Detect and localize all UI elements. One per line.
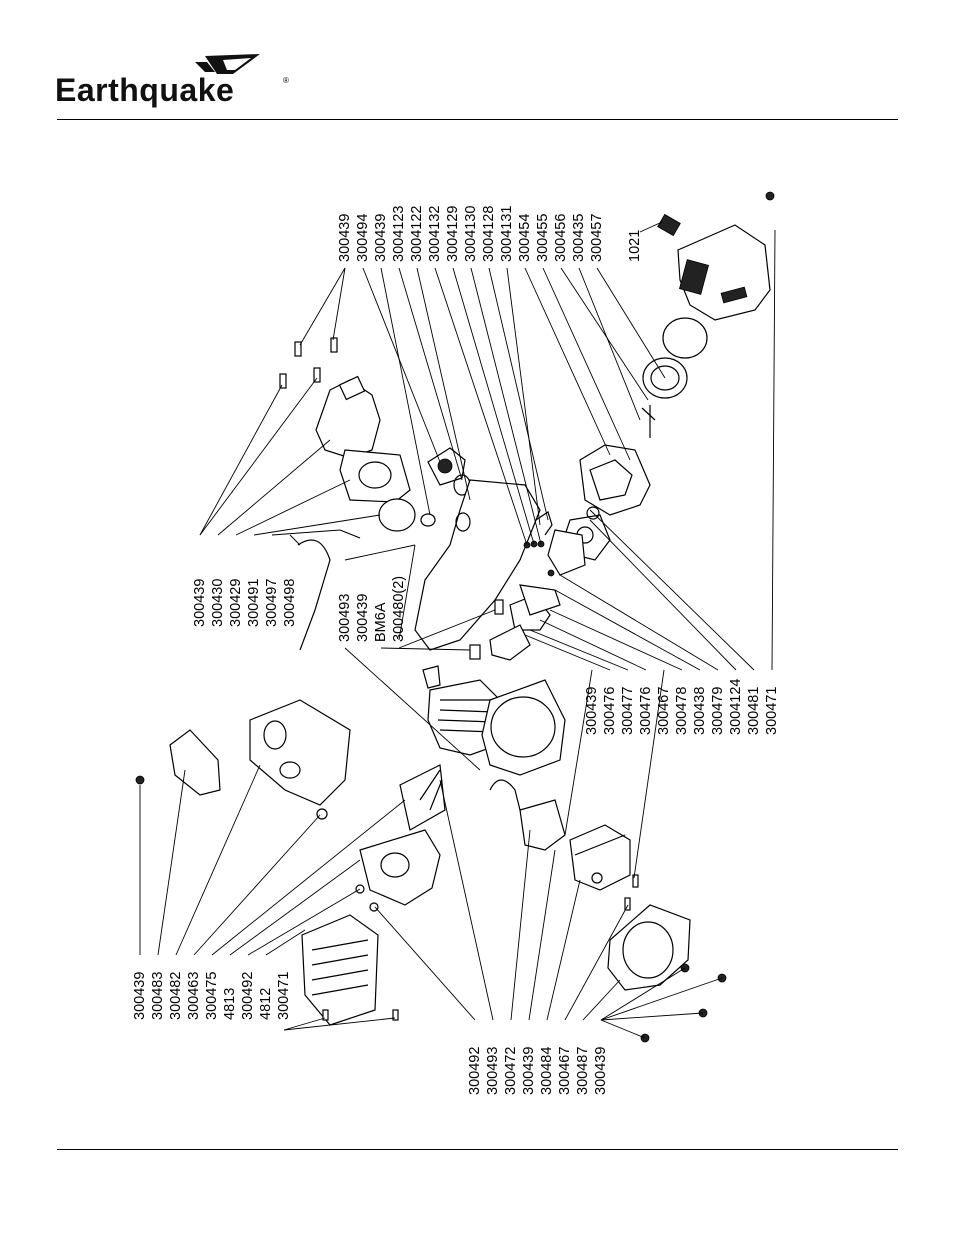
ignition-coil-icon (519, 799, 566, 851)
part-label: 300457 (589, 214, 605, 262)
part-label: 300497 (264, 579, 280, 627)
part-label: 300438 (692, 687, 708, 735)
part-label: 300439 (355, 594, 371, 642)
part-label: 300439 (593, 1047, 609, 1095)
part-label: 300472 (503, 1047, 519, 1095)
spark-plug-icon (422, 665, 441, 689)
part-label: 300479 (710, 687, 726, 735)
brand-name: Earthquake (55, 72, 235, 108)
part-label: 300487 (575, 1047, 591, 1095)
fan-cover-icon (607, 904, 691, 991)
part-label: 3004130 (463, 206, 479, 262)
part-label: 300471 (276, 972, 292, 1020)
part-label: 300439 (337, 214, 353, 262)
labels-center-mid: 300493 300439 BM6A 300480(2) (337, 576, 407, 642)
part-label: 300477 (620, 687, 636, 735)
part-drawings (135, 191, 775, 1043)
screw-icon (279, 337, 338, 389)
part-label: 300439 (192, 579, 208, 627)
part-label: 3004132 (427, 206, 443, 262)
labels-left-mid: 300439 300430 300429 300491 300497 30049… (192, 579, 298, 627)
muffler-gasket-icon (359, 829, 441, 906)
part-label: 300435 (571, 214, 587, 262)
pulley-icon (662, 317, 708, 359)
part-label: 300476 (638, 687, 654, 735)
part-label: 300439 (132, 972, 148, 1020)
labels-top-right: 1021 (627, 230, 643, 262)
part-label: BM6A (373, 602, 389, 642)
part-label: 300480(2) (391, 576, 407, 642)
part-label: 3004124 (728, 679, 744, 735)
gasket-icon (339, 449, 411, 503)
footer-rule (57, 1149, 898, 1150)
part-label: 300467 (557, 1047, 573, 1095)
part-label: 3004129 (445, 206, 461, 262)
part-label: 300429 (228, 579, 244, 627)
part-label: 300439 (521, 1047, 537, 1095)
part-label: 300471 (764, 687, 780, 735)
crankcase-cover-icon (579, 444, 651, 516)
part-label: 300494 (355, 214, 371, 262)
part-label: 300492 (240, 972, 256, 1020)
part-label: 300483 (150, 972, 166, 1020)
part-label: 300478 (674, 687, 690, 735)
muffler-cover-icon (301, 914, 379, 1026)
part-label: 300439 (373, 214, 389, 262)
leader-lines (139, 221, 776, 1039)
labels-right-mid: 300439 300476 300477 300476 300467 30047… (584, 679, 780, 735)
part-label: 300481 (746, 687, 762, 735)
part-label: 300493 (337, 594, 353, 642)
part-label: 3004131 (499, 206, 515, 262)
registered-mark: ® (283, 76, 289, 85)
labels-bottom-center: 300492 300493 300472 300439 300484 30046… (467, 1047, 609, 1095)
part-label: 300454 (517, 214, 533, 262)
part-label: 4812 (258, 988, 274, 1020)
labels-bottom-left: 300439 300483 300482 300463 300475 4813 … (132, 972, 292, 1020)
part-label: 300455 (535, 214, 551, 262)
part-label: 300463 (186, 972, 202, 1020)
part-label: 1021 (627, 230, 643, 262)
fuel-line-icon (297, 539, 331, 651)
heat-shield-icon (249, 699, 351, 806)
logo-swoosh-icon (195, 54, 260, 74)
flywheel-icon (569, 824, 631, 891)
part-label: 300491 (246, 579, 262, 627)
part-label: 300498 (282, 579, 298, 627)
part-label: 3004123 (391, 206, 407, 262)
part-label: 300484 (539, 1047, 555, 1095)
part-label: 300456 (553, 214, 569, 262)
part-label: 300493 (485, 1047, 501, 1095)
part-label: 300430 (210, 579, 226, 627)
part-label: 300467 (656, 687, 672, 735)
part-label: 300492 (467, 1047, 483, 1095)
part-label: 300482 (168, 972, 184, 1020)
part-label: 300439 (584, 687, 600, 735)
labels-top-group: 300439 300494 300439 3004123 3004122 300… (337, 206, 605, 262)
part-label: 300476 (602, 687, 618, 735)
part-label: 300475 (204, 972, 220, 1020)
part-label: 3004122 (409, 206, 425, 262)
part-label: 3004128 (481, 206, 497, 262)
switch-icon (657, 213, 681, 237)
filter-disc-icon (378, 498, 416, 532)
header-rule (57, 119, 898, 120)
earthquake-logo: Earthquake ® (55, 50, 300, 112)
part-label: 4813 (222, 988, 238, 1020)
